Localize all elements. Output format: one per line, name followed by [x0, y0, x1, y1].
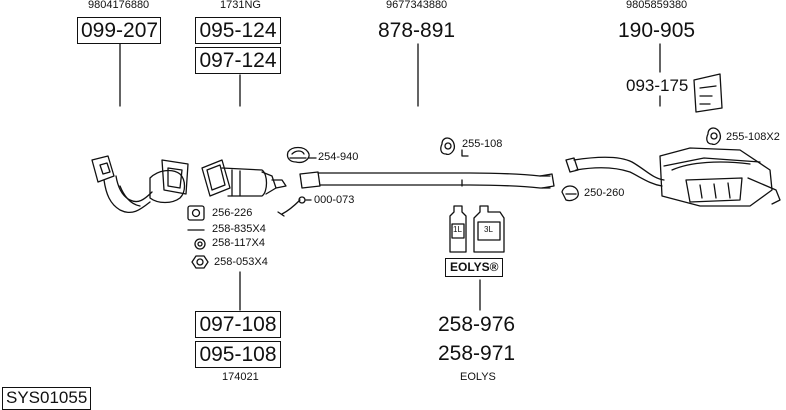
label-256-226[interactable]: 256-226: [212, 207, 253, 219]
ref-number-9804176880: 9804176880: [88, 0, 150, 11]
label-000-073[interactable]: 000-073: [314, 194, 355, 206]
mounting-kit-093-175: [693, 73, 723, 113]
part-box-095-108[interactable]: 095-108: [195, 341, 281, 368]
bottle-label-3l: 3L: [484, 225, 493, 234]
additive-bottle-1l-icon: [449, 205, 467, 253]
part-box-099-207[interactable]: 099-207: [77, 17, 161, 44]
centre-pipe: [299, 149, 555, 189]
label-255-108[interactable]: 255-108: [462, 138, 503, 150]
bottle-label-1l: 1L: [453, 225, 462, 234]
part-number-878-891[interactable]: 878-891: [378, 19, 456, 42]
gasket-256-226-icon: [187, 205, 205, 221]
rear-silencer: [565, 147, 781, 207]
rubber-mount-255-108x2: [706, 127, 722, 146]
system-code-box: SYS01055: [2, 387, 92, 410]
ref-number-eolys: EOLYS: [460, 371, 496, 383]
ref-number-9805859380: 9805859380: [626, 0, 688, 11]
part-box-097-108[interactable]: 097-108: [195, 311, 281, 338]
ref-number-9677343880: 9677343880: [386, 0, 448, 11]
rubber-mount-255-108: [440, 137, 456, 156]
label-258-835x4[interactable]: 258-835X4: [212, 223, 266, 235]
part-number-258-971[interactable]: 258-971: [438, 342, 516, 365]
washer-258-117x4-hole: [197, 241, 203, 247]
label-258-053x4[interactable]: 258-053X4: [214, 256, 268, 268]
label-250-260[interactable]: 250-260: [584, 187, 625, 199]
part-number-190-905[interactable]: 190-905: [618, 19, 696, 42]
ref-number-174021: 174021: [222, 371, 259, 383]
ref-number-1731ng: 1731NG: [220, 0, 261, 11]
additive-bottle-3l-icon: [473, 205, 505, 253]
part-number-258-976[interactable]: 258-976: [438, 313, 516, 336]
nut-258-053x4-icon: [191, 255, 209, 269]
part-box-097-124[interactable]: 097-124: [195, 47, 281, 74]
gasket-256-226-hole: [191, 208, 201, 218]
washer-258-117x4-icon: [194, 238, 206, 250]
clamp-254-940: [286, 146, 310, 164]
label-258-117x4[interactable]: 258-117X4: [212, 237, 266, 249]
nut-258-053x4-hole: [196, 258, 204, 266]
clamp-250-260: [561, 185, 579, 202]
label-254-940[interactable]: 254-940: [318, 151, 359, 163]
sensor-000-073: [277, 196, 306, 217]
label-255-108x2[interactable]: 255-108X2: [726, 131, 780, 143]
catalytic-converter: [201, 159, 287, 197]
part-number-093-175[interactable]: 093-175: [626, 76, 689, 95]
downpipe-part: [91, 155, 189, 214]
eolys-logo: EOLYS®: [445, 258, 504, 278]
part-box-095-124[interactable]: 095-124: [195, 17, 281, 44]
